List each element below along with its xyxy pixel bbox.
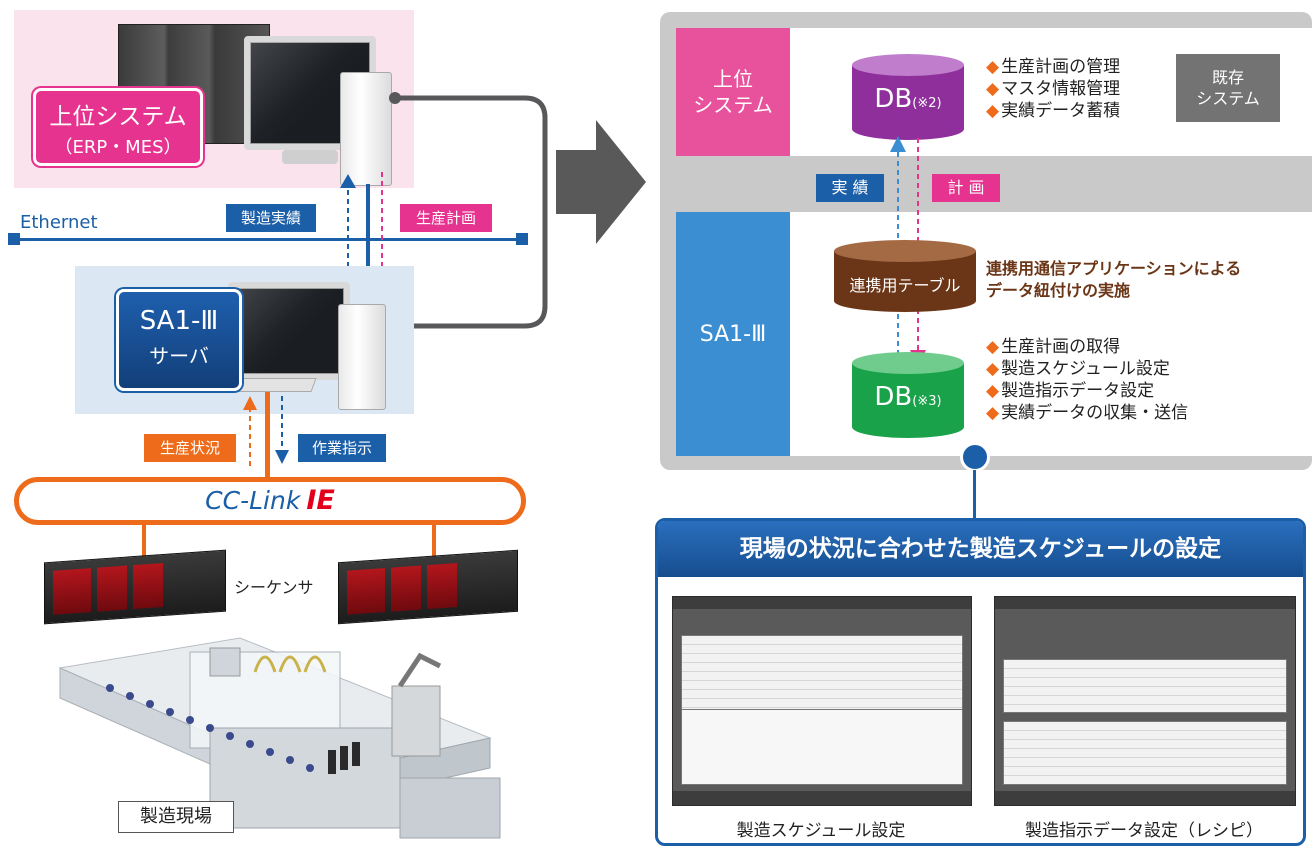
upper-bullets: 生産計画の管理 マスタ情報管理 実績データ蓄積 (986, 56, 1120, 122)
server-tower (338, 304, 386, 410)
sa1-bullet-2: 製造スケジュール設定 (986, 358, 1188, 380)
plc-unit-left (44, 549, 226, 625)
ethernet-end-right (516, 233, 528, 245)
results-tag: 実 績 (816, 174, 884, 202)
server-monitor (228, 282, 350, 380)
db2-note: (※2) (912, 96, 942, 111)
link-table-label: 連携用テーブル (849, 276, 961, 295)
callout-pin (960, 442, 990, 472)
cclink-logo-ie: IE (306, 485, 335, 516)
cclink-server-link (265, 392, 270, 482)
db3-note: (※3) (912, 394, 942, 409)
db3-label: DB (874, 382, 913, 412)
existing-system-box: 既存 システム (1176, 54, 1280, 122)
plc-drop-left (142, 524, 146, 558)
caption-recipe: 製造指示データ設定（レシピ） (1025, 821, 1263, 841)
ethernet-label: Ethernet (20, 212, 98, 233)
sa1-bullets: 生産計画の取得 製造スケジュール設定 製造指示データ設定 実績データの収集・送信 (986, 336, 1188, 424)
callout-pin-stem (973, 470, 976, 520)
upper-bullet-1: 生産計画の管理 (986, 56, 1120, 78)
server-field-arrows (243, 396, 289, 466)
upper-system-monitor-stand (282, 150, 338, 164)
recipe-setting-screenshot (994, 596, 1296, 806)
production-status-tag: 生産状況 (144, 434, 236, 462)
ethernet-end-left (8, 233, 20, 245)
site-label: 製造現場 (118, 801, 234, 833)
plc-unit-right (338, 549, 518, 625)
db2-cylinder: DB(※2) (852, 54, 964, 140)
plc-drop-right (432, 524, 436, 558)
cclink-logo-text: CC-Link (205, 486, 301, 515)
transition-arrow (556, 120, 646, 244)
production-line-illustration (58, 637, 501, 839)
upper-system-title: 上位システム (49, 104, 187, 130)
instruction-down-arrowhead (275, 450, 289, 464)
sa1-bullet-3: 製造指示データ設定 (986, 380, 1188, 402)
upper-system-row-label-text: 上位 システム (693, 67, 773, 117)
existing-system-label: 既存 システム (1196, 68, 1260, 108)
server-title: SA1-Ⅲ (139, 306, 219, 336)
sequencer-label: シーケンサ (234, 578, 314, 597)
sa1-bullet-1: 生産計画の取得 (986, 336, 1188, 358)
upper-system-tower (340, 72, 392, 186)
callout-title: 現場の状況に合わせた製造スケジュールの設定 (658, 521, 1303, 577)
upper-system-label-box: 上位システム （ERP・MES） (33, 88, 203, 166)
results-up-arrowhead (340, 174, 356, 188)
link-description: 連携用通信アプリケーションによる データ紐付けの実施 (986, 259, 1242, 300)
server-sub: サーバ (149, 344, 209, 368)
sa1-bullet-4: 実績データの収集・送信 (986, 402, 1188, 424)
right-results-up-head (890, 136, 906, 152)
sa1-row-label-text: SA1-Ⅲ (699, 321, 767, 347)
upper-bullet-2: マスタ情報管理 (986, 78, 1120, 100)
sa1-row-label: SA1-Ⅲ (676, 212, 790, 456)
plan-tag: 計 画 (932, 174, 1000, 202)
status-up-arrowhead (243, 396, 257, 410)
server-ethernet-link (366, 184, 370, 308)
upper-system-row-label: 上位 システム (676, 28, 790, 156)
db2-label: DB (874, 84, 913, 114)
work-instruction-tag: 作業指示 (298, 434, 386, 462)
production-plan-tag: 生産計画 (400, 204, 492, 232)
ethernet-line (14, 238, 524, 241)
caption-schedule: 製造スケジュール設定 (736, 821, 906, 841)
manufacturing-results-tag: 製造実績 (226, 204, 316, 232)
upper-system-sub: （ERP・MES） (54, 137, 182, 158)
link-table-cylinder: 連携用テーブル (834, 240, 976, 312)
upper-bullet-3: 実績データ蓄積 (986, 100, 1120, 122)
schedule-setting-screenshot (672, 596, 972, 806)
server-label-box: SA1-Ⅲ サーバ (116, 289, 242, 391)
db3-cylinder: DB(※3) (852, 352, 964, 438)
